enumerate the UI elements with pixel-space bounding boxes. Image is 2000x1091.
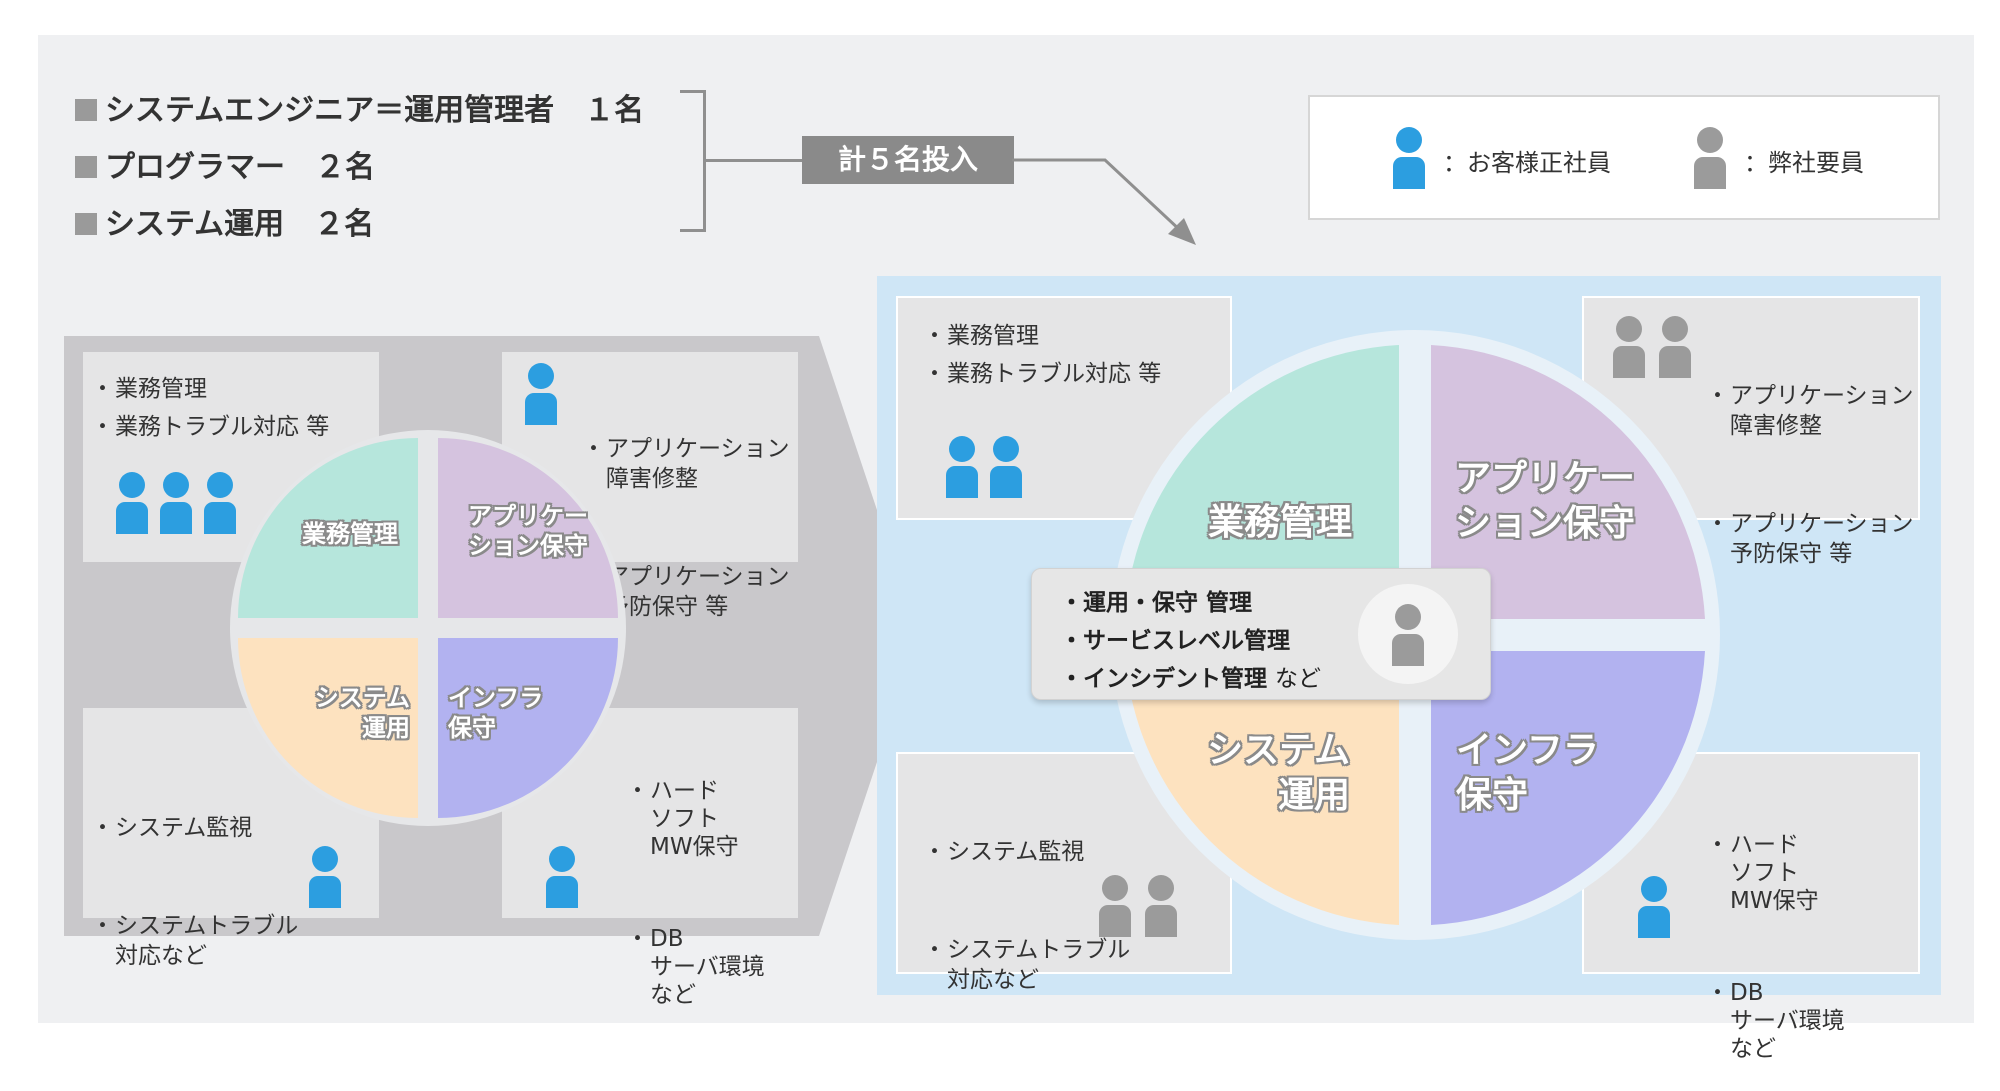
right-system-notes: システム監視 システムトラブル 対応など — [923, 777, 1130, 1025]
left-business-label: 業務管理 — [302, 520, 398, 548]
management-item-3: ・インシデント管理 など — [1060, 666, 1322, 692]
note-item: システム監視 — [923, 837, 1130, 867]
note-item: アプリケーション 予防保守 等 — [1706, 509, 1914, 569]
right-application-label: アプリケー ション保守 — [1454, 458, 1635, 544]
company-person-icon — [1392, 604, 1424, 666]
management-item-2-text: サービスレベル管理 — [1083, 628, 1290, 654]
customer-person-icon — [946, 436, 978, 498]
note-item: システムトラブル 対応など — [91, 911, 298, 971]
left-quadrant-business — [238, 438, 418, 618]
total-staff-badge: 計５名投入 — [802, 136, 1014, 184]
customer-person-icon — [546, 846, 578, 908]
company-person-icon — [1099, 875, 1131, 937]
left-quadrant-infra — [438, 638, 618, 818]
customer-person-icon — [309, 846, 341, 908]
header-line1-text: システムエンジニア＝運用管理者 １名 — [105, 93, 645, 128]
left-quadrant-system — [238, 638, 418, 818]
right-quadrant-business — [1125, 345, 1399, 619]
customer-person-icon — [204, 472, 236, 534]
customer-person-icon — [160, 472, 192, 534]
right-quadrant-system — [1125, 651, 1399, 925]
left-role-circle — [230, 430, 626, 826]
bullet-square-icon — [75, 156, 97, 178]
note-item: アプリケーション 障害修整 — [1706, 381, 1914, 441]
customer-person-icon — [1638, 876, 1670, 938]
right-quadrant-application — [1431, 345, 1705, 619]
bullet-square-icon — [75, 99, 97, 121]
left-application-label: アプリケー ション保守 — [468, 502, 588, 560]
left-business-notes: 業務管理 業務トラブル対応 等 — [91, 374, 329, 442]
note-item: システム監視 — [91, 813, 298, 843]
right-infra-notes: ハード ソフト MW保守 DB サーバ環境 など — [1706, 775, 1845, 1091]
note-item: 業務管理 — [91, 374, 329, 404]
header-line3-text: システム運用 ２名 — [105, 207, 375, 242]
company-person-icon — [1659, 316, 1691, 378]
left-system-notes: システム監視 システムトラブル 対応など — [91, 753, 298, 1001]
company-person-icon — [1613, 316, 1645, 378]
bullet-square-icon — [75, 213, 97, 235]
right-application-notes: アプリケーション 障害修整 アプリケーション 予防保守 等 — [1706, 321, 1914, 599]
note-item: 業務トラブル対応 等 — [923, 359, 1161, 389]
customer-person-icon — [525, 363, 557, 425]
left-quadrant-application — [438, 438, 618, 618]
note-item: 業務トラブル対応 等 — [91, 412, 329, 442]
note-item: 業務管理 — [923, 321, 1161, 351]
legend-customer-label: ：お客様正社員 — [1443, 149, 1611, 177]
customer-person-icon — [990, 436, 1022, 498]
note-item: ハード ソフト MW保守 — [626, 777, 765, 861]
header-line-programmer: プログラマー ２名 — [75, 142, 375, 186]
left-system-label: システム 運用 — [314, 684, 410, 742]
note-item: システムトラブル 対応など — [923, 935, 1130, 995]
legend: ：お客様正社員 ：弊社要員 — [1308, 95, 1940, 220]
company-person-icon — [1694, 127, 1726, 189]
right-quadrant-infra — [1431, 651, 1705, 925]
customer-person-icon — [1393, 127, 1425, 189]
right-system-label: システム 運用 — [1207, 730, 1350, 816]
management-item-1: ・運用・保守 管理 — [1060, 590, 1253, 616]
left-infra-notes: ハード ソフト MW保守 DB サーバ環境 など — [626, 721, 765, 1037]
management-item-1-text: 運用・保守 管理 — [1083, 590, 1253, 616]
header-line-system-engineer: システムエンジニア＝運用管理者 １名 — [75, 85, 644, 129]
note-item: DB サーバ環境 など — [1706, 979, 1845, 1063]
header-line2-text: プログラマー ２名 — [105, 150, 375, 185]
note-item: ハード ソフト MW保守 — [1706, 831, 1845, 915]
connector-line — [706, 159, 802, 162]
right-business-label: 業務管理 — [1207, 502, 1352, 543]
management-item-2: ・サービスレベル管理 — [1060, 628, 1290, 654]
company-person-icon — [1145, 875, 1177, 937]
header-line-system-operation: システム運用 ２名 — [75, 199, 374, 243]
legend-company-label: ：弊社要員 — [1744, 149, 1864, 177]
note-item: アプリケーション 障害修整 — [582, 434, 790, 494]
right-infra-label: インフラ 保守 — [1456, 730, 1599, 816]
management-item-3-text: インシデント管理 — [1083, 666, 1267, 692]
connector-arrow-icon — [1012, 158, 1196, 245]
left-infra-label: インフラ 保守 — [448, 684, 544, 742]
right-business-notes: 業務管理 業務トラブル対応 等 — [923, 321, 1161, 389]
customer-person-icon — [116, 472, 148, 534]
note-item: DB サーバ環境 など — [626, 925, 765, 1009]
management-item-3-suffix: など — [1275, 666, 1322, 692]
header-bracket — [680, 90, 706, 232]
